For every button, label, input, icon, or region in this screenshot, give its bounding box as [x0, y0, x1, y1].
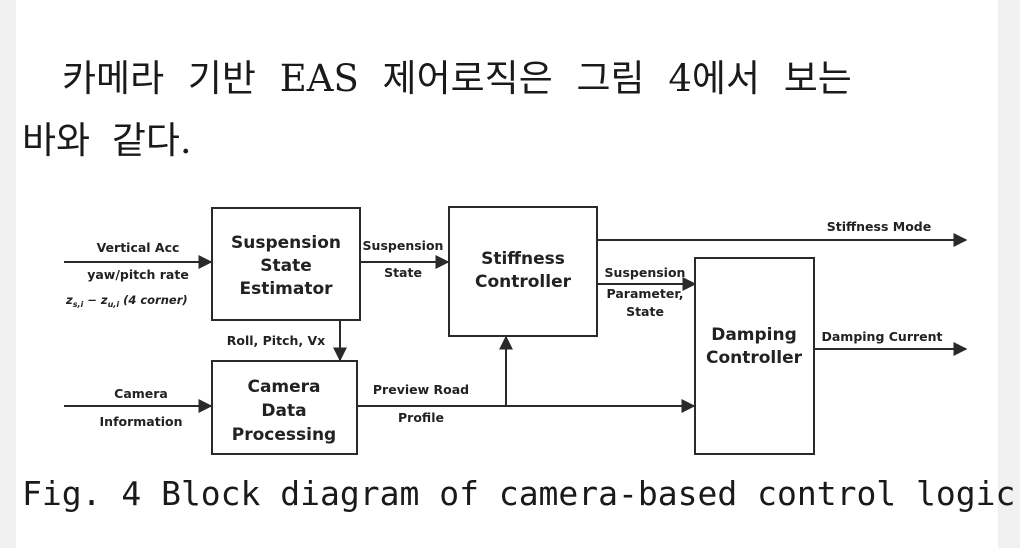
- suspension-state-estimator-block: Suspension State Estimator: [211, 207, 361, 321]
- camera-data-processing-block: Camera Data Processing: [211, 360, 358, 455]
- signal-label-roll-pitch-vx: Roll, Pitch, Vx: [227, 333, 325, 348]
- signal-label-camera: Camera: [114, 386, 168, 401]
- body-text-line-2: 바와 같다.: [22, 119, 192, 162]
- block-label: Controller: [706, 348, 803, 368]
- block-label: Controller: [475, 272, 572, 292]
- stiffness-controller-block: Stiffness Controller: [448, 206, 598, 337]
- damping-controller-block: Damping Controller: [694, 257, 815, 455]
- signal-label-state-2: State: [626, 304, 664, 319]
- signal-label-state: State: [384, 265, 422, 280]
- signal-label-suspension: Suspension: [363, 238, 444, 253]
- block-label: Damping: [711, 325, 797, 345]
- signal-label-yaw-pitch-rate: yaw/pitch rate: [87, 267, 189, 282]
- signal-label-profile: Profile: [398, 410, 444, 425]
- signal-label-damping-current: Damping Current: [821, 329, 942, 344]
- signal-label-suspension-param: Suspension: [605, 265, 686, 280]
- block-label: Suspension: [231, 233, 341, 253]
- block-label: Camera: [247, 377, 320, 397]
- block-label: Stiffness: [481, 249, 565, 269]
- block-label: Data: [261, 401, 306, 421]
- block-label: Processing: [232, 425, 336, 445]
- signal-label-stiffness-mode: Stiffness Mode: [827, 219, 931, 234]
- signal-label-vertical-acc: Vertical Acc: [97, 240, 180, 255]
- figure-caption: Fig. 4 Block diagram of camera-based con…: [22, 474, 1016, 513]
- block-label: State: [260, 256, 312, 276]
- body-text-line-1: 카메라 기반 EAS 제어로직은 그림 4에서 보는: [62, 57, 852, 100]
- signal-label-preview-road: Preview Road: [373, 382, 469, 397]
- signal-label-parameter: Parameter,: [607, 286, 684, 301]
- block-label: Estimator: [239, 279, 333, 299]
- signal-label-corner-equation: zs,i − zu,i (4 corner): [65, 293, 188, 309]
- signal-label-information: Information: [100, 414, 183, 429]
